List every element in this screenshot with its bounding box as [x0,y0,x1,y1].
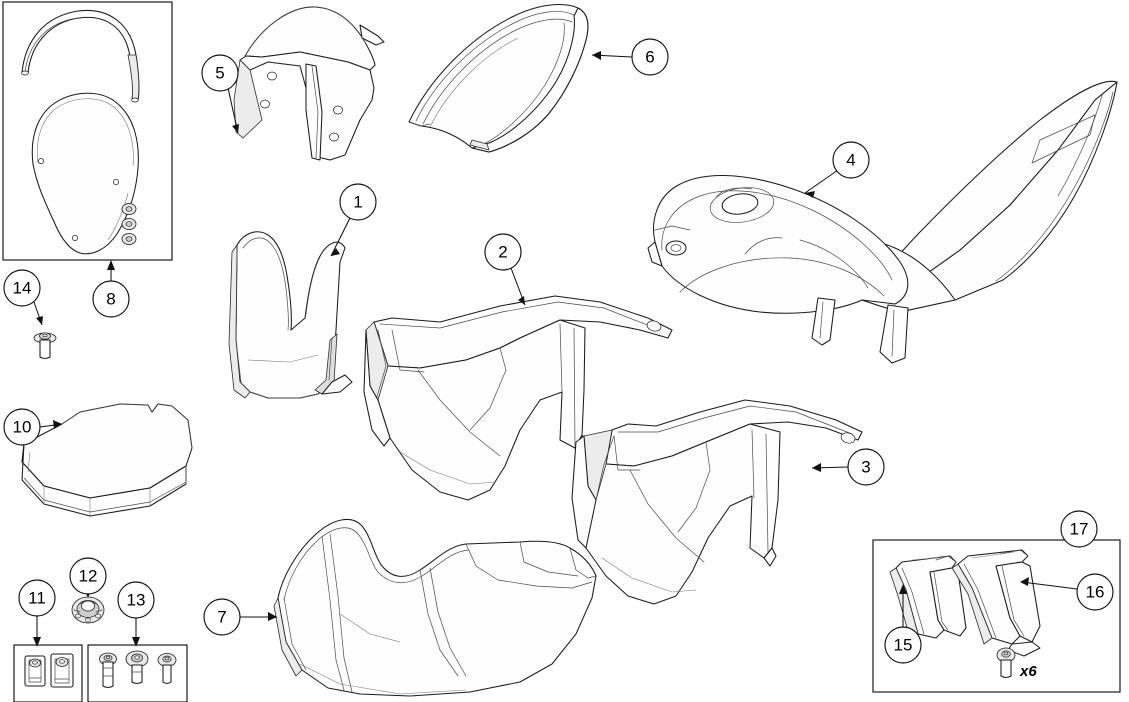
callout-17[interactable]: 17 [1060,510,1098,548]
callout-label-15: 15 [894,636,913,655]
clip-item-b [50,653,74,688]
part-left-side-fairing-2 [363,295,673,501]
callout-label-5: 5 [215,64,224,83]
callout-13[interactable]: 13 [117,581,155,619]
part-fuel-tank-tail-4 [647,80,1118,364]
callout-3[interactable]: 3 [847,448,885,486]
callout-15[interactable]: 15 [884,626,922,664]
group-box-bolt-set [87,644,188,702]
callout-14[interactable]: 14 [3,269,41,307]
part-quarter-turn-fastener-12 [71,596,105,624]
callout-label-7: 7 [217,608,226,627]
callout-label-14: 14 [13,279,32,298]
group-box-clip-set [13,644,83,702]
part-upper-cowl-6 [408,4,589,153]
clip-item-a [24,655,46,687]
callout-16[interactable]: 16 [1076,573,1114,611]
group-box-windscreen [2,1,173,261]
callout-label-17: 17 [1070,520,1089,539]
callout-1[interactable]: 1 [339,183,377,221]
callout-label-1: 1 [353,193,362,212]
callout-8[interactable]: 8 [92,280,130,318]
part-center-duct-1 [228,231,353,399]
callout-label-13: 13 [127,591,146,610]
callout-11[interactable]: 11 [18,579,56,617]
part-flange-bolt-14 [33,332,57,360]
part-right-side-fairing-3 [571,399,863,605]
callout-10[interactable]: 10 [3,408,41,446]
callout-7[interactable]: 7 [203,598,241,636]
windscreen-washer-stack [121,203,137,245]
callout-4[interactable]: 4 [832,141,870,179]
part-seat-pad-10 [21,403,193,517]
callout-label-6: 6 [645,48,654,67]
windscreen-trim-arc [21,9,140,103]
callout-label-16: 16 [1086,583,1105,602]
windscreen-panel [31,92,139,255]
part-front-fender-5 [233,6,385,161]
group-box-winglet-kit [872,539,1121,693]
part-belly-pan-7 [273,518,597,697]
callout-6[interactable]: 6 [631,38,669,76]
callout-label-3: 3 [861,458,870,477]
callout-5[interactable]: 5 [201,54,239,92]
callout-label-8: 8 [106,290,115,309]
callout-label-11: 11 [28,589,46,608]
bolt-item-c [157,653,177,685]
callout-label-2: 2 [498,243,507,262]
callout-label-12: 12 [79,567,98,586]
callout-label-4: 4 [846,151,855,170]
bolt-item-b [125,650,149,685]
leader-lines [33,51,1080,647]
part-right-winglet-16 [951,549,1041,657]
callout-label-10: 10 [13,418,32,437]
winglet-bolt-icon [996,647,1016,679]
bolt-quantity-label: x6 [1019,663,1037,680]
callout-2[interactable]: 2 [484,233,522,271]
callout-12[interactable]: 12 [69,557,107,595]
bolt-item-a [99,652,117,689]
